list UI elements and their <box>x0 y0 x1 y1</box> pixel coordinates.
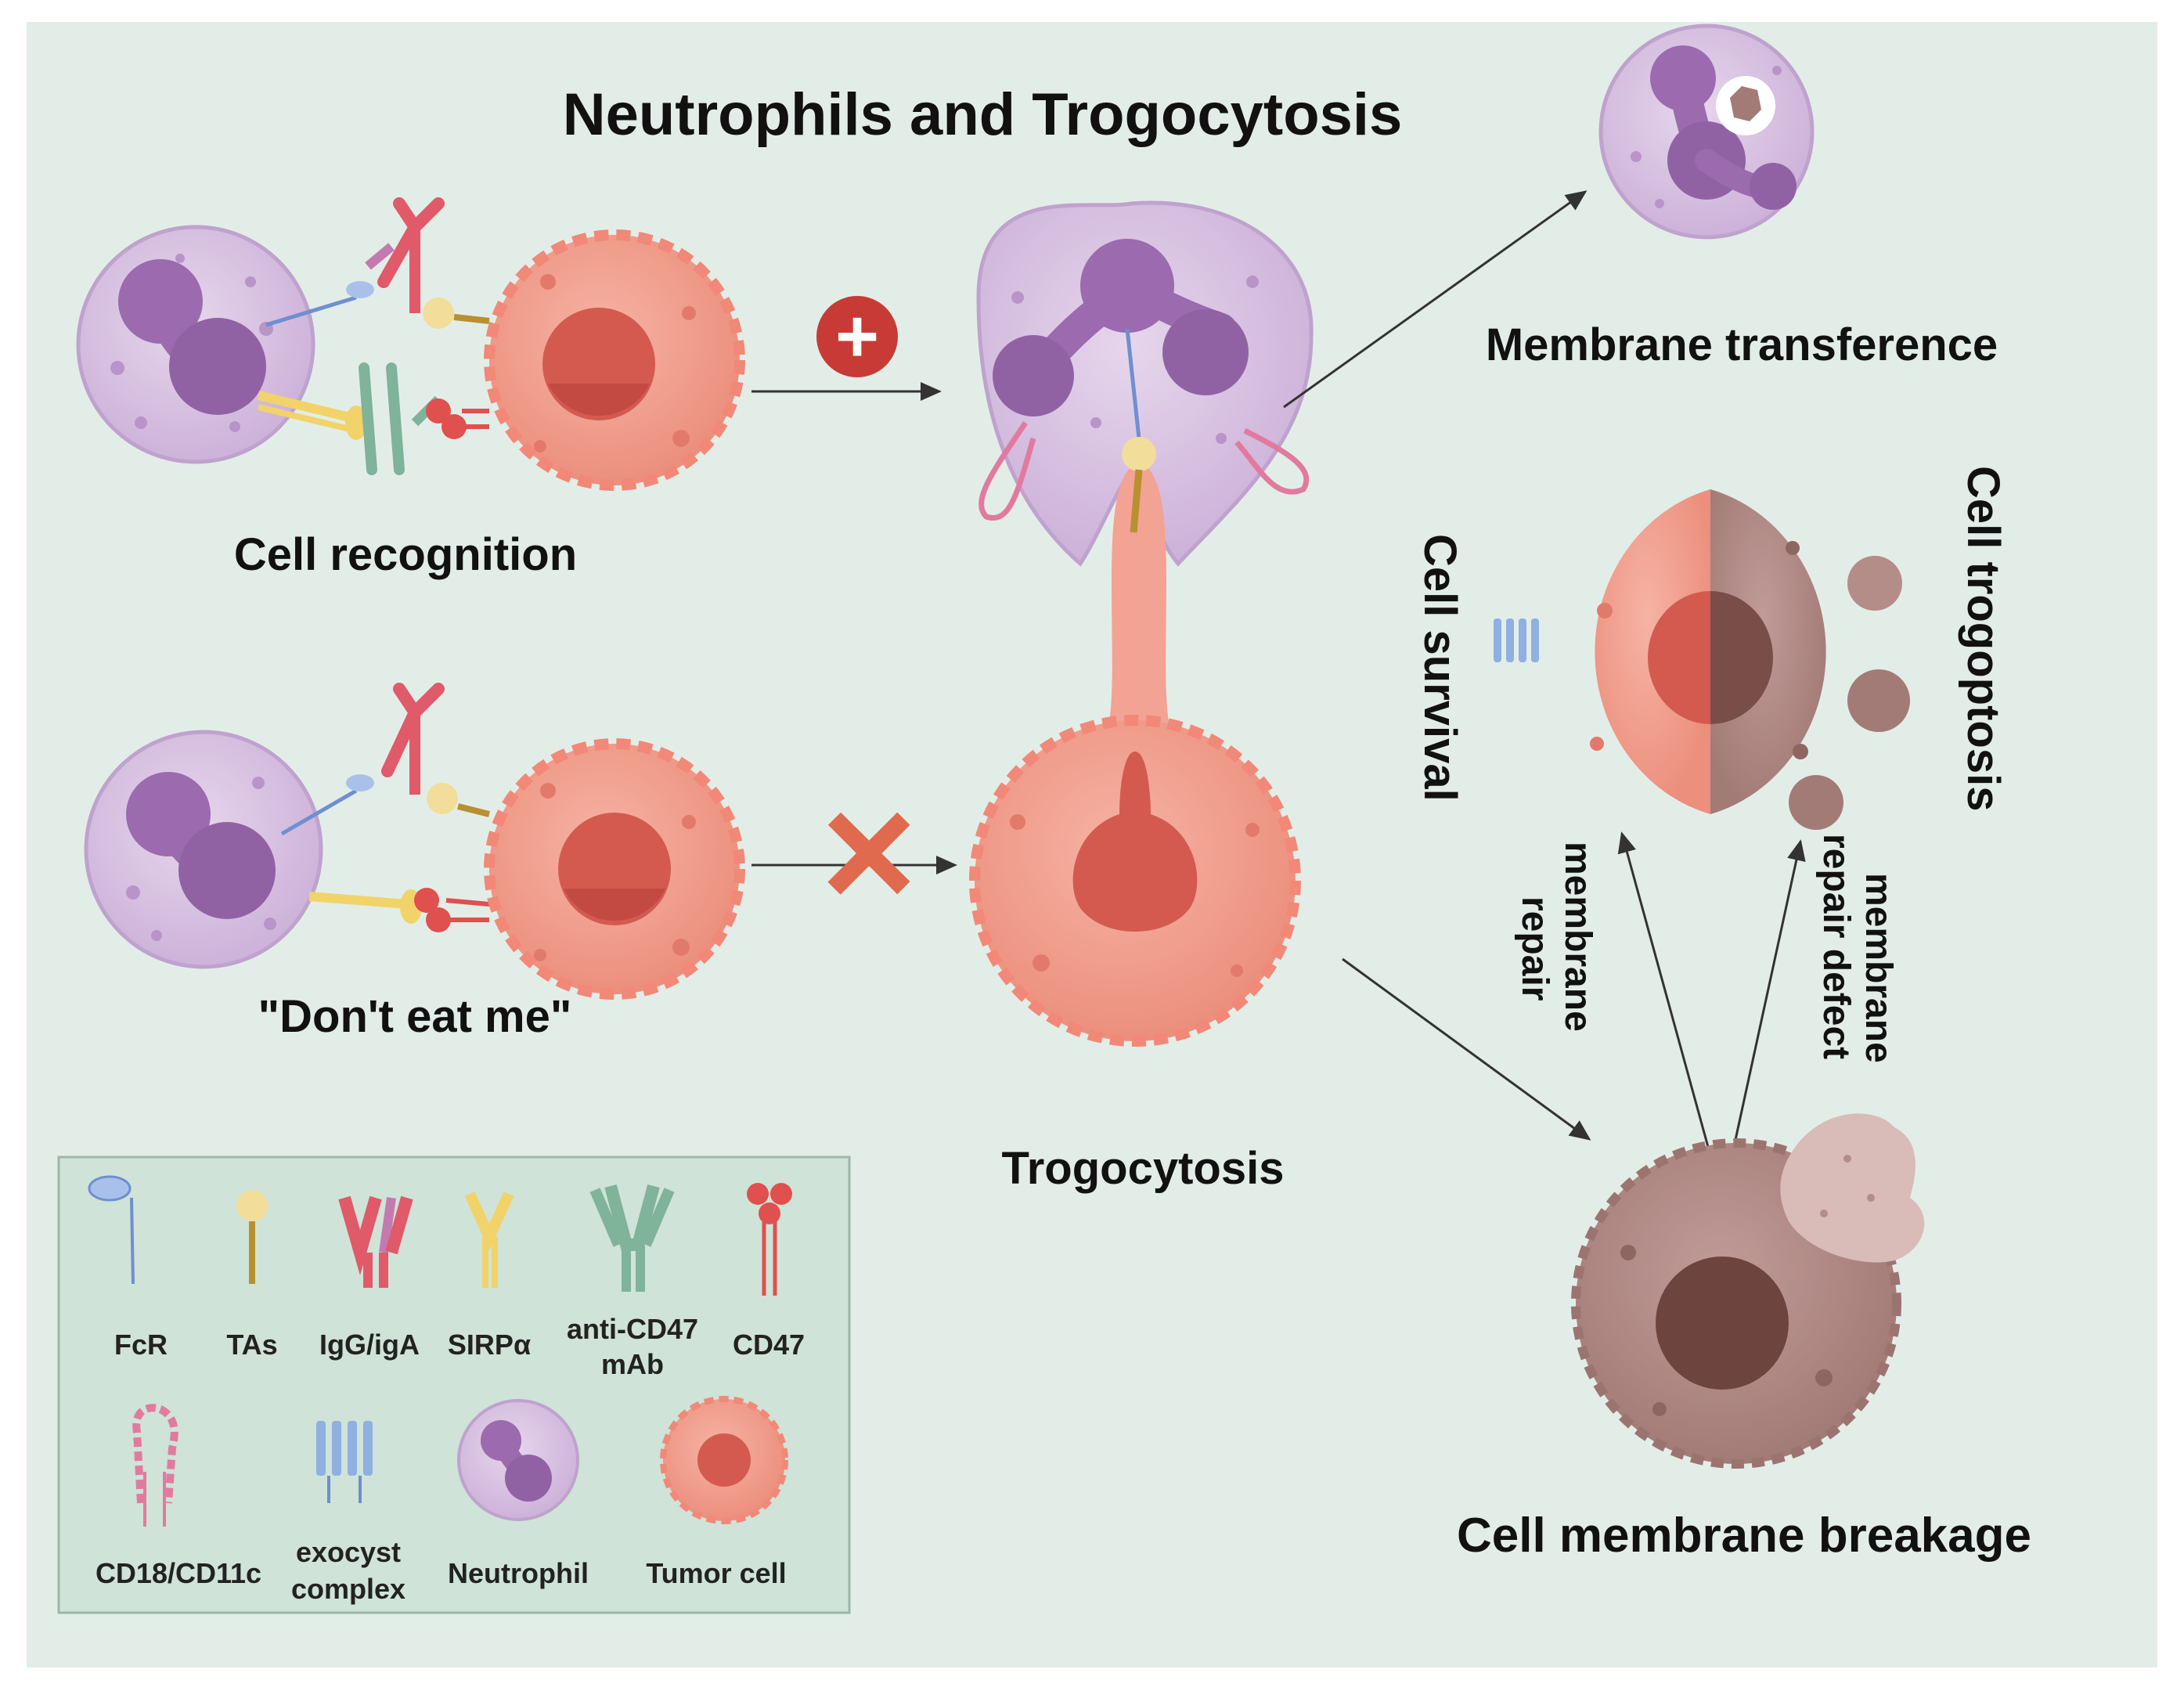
cell-recognition-label: Cell recognition <box>234 529 577 580</box>
sirpa-icon <box>464 1192 514 1288</box>
dont-eat-me-group <box>84 683 745 1000</box>
igg-iga-icon <box>338 1195 413 1288</box>
cell-trogoptosis-label: Cell trogoptosis <box>1958 466 2009 811</box>
legend-tumor-cell-label: Tumor cell <box>646 1557 786 1589</box>
engulfing-neutrophil <box>976 200 1314 567</box>
arrow-to-membrane-transference <box>1283 190 1588 409</box>
membrane-repair-label-line1: membrane <box>1557 842 1598 1032</box>
trogocytosis-bridge <box>1104 462 1174 752</box>
tumor-cell <box>484 229 745 491</box>
neutrophil-icon <box>457 1399 579 1521</box>
trogocytosis-label: Trogocytosis <box>1002 1143 1285 1194</box>
legend-box: FcR TAs IgG/igA SIRPα anti-CD47 mAb CD47 <box>57 1156 851 1614</box>
tumor-cell-icon <box>660 1396 788 1524</box>
legend-neutrophil-label: Neutrophil <box>448 1557 589 1589</box>
fcr-icon <box>88 1175 135 1285</box>
repair-defect-label-line1: membrane <box>1858 873 1899 1063</box>
cell-survival-label: Cell survival <box>1415 534 1465 802</box>
repair-defect-label-line2: repair defect <box>1815 834 1857 1059</box>
cross-symbol: × <box>821 759 917 943</box>
legend-exocyst-label-line1: exocyst <box>296 1536 401 1568</box>
cd18-cd11c-icon <box>132 1404 178 1527</box>
neutrophil-with-membrane-fragment <box>1598 23 1815 240</box>
arrow-membrane-repair <box>1617 831 1710 1148</box>
exocyst-complex-icon <box>1494 618 1539 662</box>
tumor-cell <box>484 738 745 1000</box>
legend-cd47-label: CD47 <box>733 1329 805 1361</box>
neutrophil-cell <box>76 225 315 464</box>
membrane-breakage-cell <box>1571 1113 1925 1469</box>
legend-igg-iga-label: IgG/igA <box>319 1329 420 1361</box>
figure-title: Neutrophils and Trogocytosis <box>563 81 1403 148</box>
membrane-repair-label-line2: repair <box>1514 896 1555 1001</box>
legend-sirpa-label: SIRPα <box>448 1329 531 1361</box>
legend-anti-cd47-label-line2: mAb <box>601 1348 664 1380</box>
legend-exocyst-label-line2: complex <box>291 1573 405 1605</box>
cell-membrane-breakage-label: Cell membrane breakage <box>1457 1509 2031 1563</box>
arrow-membrane-repair-defect <box>1732 839 1806 1148</box>
anti-cd47-mab-icon <box>589 1184 675 1292</box>
cell-recognition-group <box>76 197 745 491</box>
legend-cd18-cd11c-label: CD18/CD11c <box>96 1557 261 1589</box>
tas-icon <box>236 1190 268 1284</box>
dont-eat-me-label: "Don't eat me" <box>258 991 572 1042</box>
plus-symbol: + <box>816 294 898 378</box>
membrane-transference-label: Membrane transference <box>1486 319 1998 370</box>
legend-fcr-label: FcR <box>114 1329 168 1361</box>
survival-trogoptosis-cell <box>1494 489 1910 830</box>
plus-sign: + <box>835 294 879 378</box>
cd47-icon <box>747 1183 792 1296</box>
neutrophil-cell <box>84 730 323 969</box>
trogocytosis-group <box>969 200 1314 1047</box>
arrow-to-membrane-breakage <box>1342 957 1591 1141</box>
exocyst-complex-icon <box>316 1421 373 1503</box>
legend-anti-cd47-label-line1: anti-CD47 <box>567 1313 698 1345</box>
legend-tas-label: TAs <box>226 1329 277 1361</box>
